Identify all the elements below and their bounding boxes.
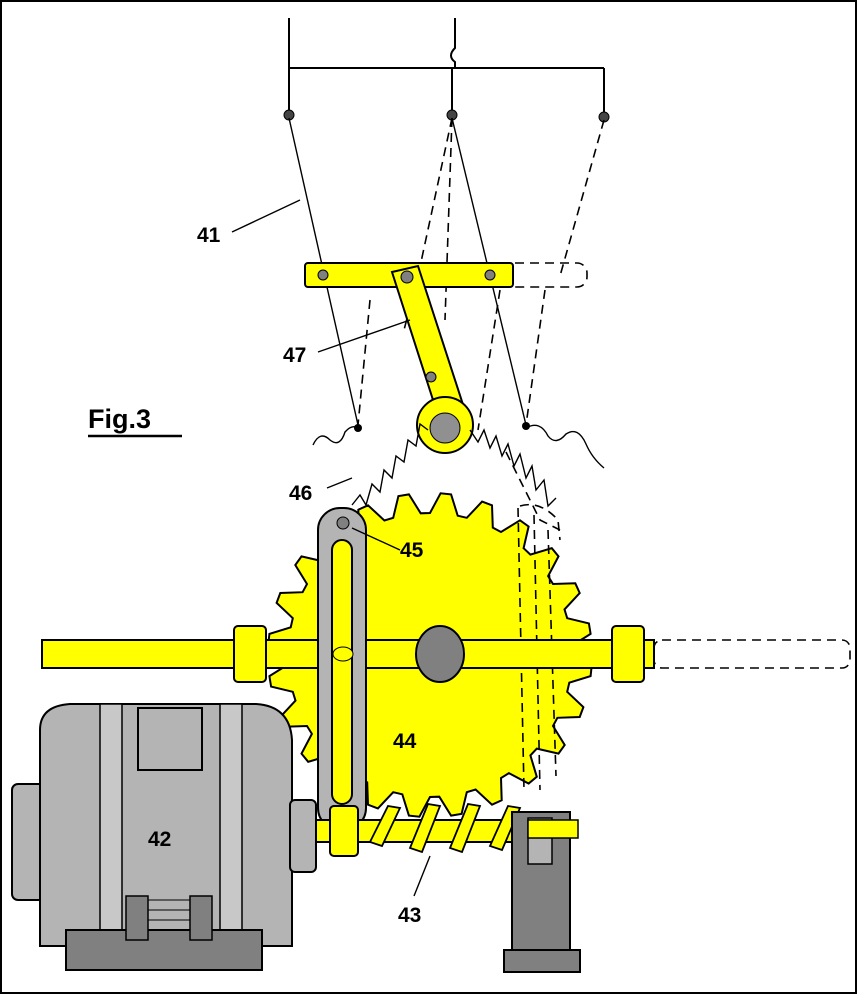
electric-motor	[11, 703, 317, 971]
label-46: 46	[289, 482, 312, 505]
label-42: 42	[148, 828, 171, 851]
bearing-pedestal	[503, 811, 581, 973]
slotted-link	[317, 507, 367, 831]
figure-title: Fig.3	[88, 404, 151, 434]
label-45: 45	[400, 539, 424, 562]
spring-chain	[351, 422, 561, 531]
main-shaft	[41, 625, 851, 683]
crank-arm	[390, 264, 474, 454]
label-47: 47	[283, 344, 306, 367]
label-41: 41	[197, 224, 221, 247]
label-44: 44	[393, 730, 417, 753]
worm-gear	[315, 802, 561, 857]
leader-lines	[231, 199, 431, 897]
label-43: 43	[398, 904, 421, 927]
flex-lines	[312, 422, 605, 469]
suspension-wires	[283, 18, 610, 123]
